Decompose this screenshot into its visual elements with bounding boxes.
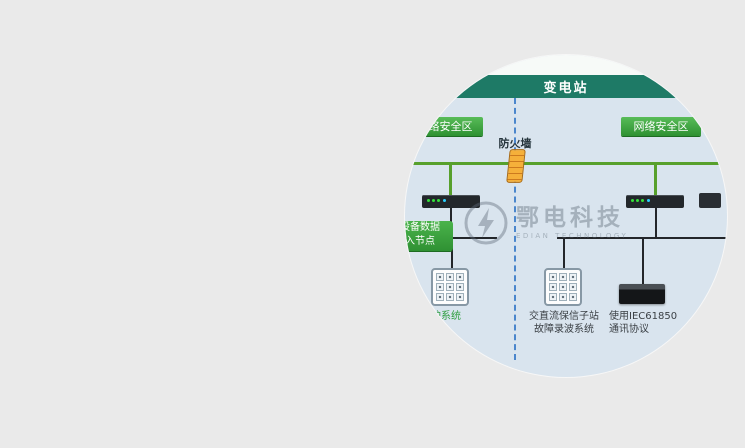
backbone-drop-left	[449, 163, 452, 196]
watermark-logo-icon	[464, 201, 508, 245]
caption-middle-line2: 故障录波系统	[534, 324, 594, 335]
caption-server-line1: 使用IEC61850	[609, 311, 678, 322]
relay-device-left-icon	[431, 268, 469, 306]
node-badge-line2: 接入节点	[405, 236, 435, 247]
relay-device-middle-icon	[544, 268, 582, 306]
wire-middle-relay-drop	[563, 239, 565, 268]
wire-left-relay-drop	[451, 239, 453, 268]
circle-top-cap	[405, 55, 727, 75]
caption-left-relay: 保护系统	[421, 311, 461, 322]
watermark-brand-subtext: EDIAN TECHNOLOGY	[516, 232, 629, 240]
caption-middle-line1: 交直流保信子站	[529, 311, 599, 322]
firewall-icon	[506, 149, 526, 183]
wire-right-bus	[557, 237, 727, 239]
caption-server-line2: 通讯协议	[609, 324, 649, 335]
backbone-drop-right	[654, 163, 657, 196]
network-switch-left-icon	[422, 195, 480, 208]
wire-server-drop	[642, 239, 644, 284]
zone-divider-dashed-line	[514, 98, 516, 360]
relay-left-panel	[436, 273, 464, 301]
zone-label-right: 网络安全区	[621, 117, 701, 136]
gateway-server-icon	[619, 284, 665, 304]
clipped-device-right-edge	[699, 193, 721, 208]
watermark: 鄂电科技 EDIAN TECHNOLOGY	[463, 195, 683, 251]
wire-right-vertical	[655, 208, 657, 238]
relay-middle-panel	[549, 273, 577, 301]
node-badge-line1: 主设备数据	[405, 222, 440, 233]
zone-label-left: 网络安全区	[407, 117, 483, 136]
watermark-brand-text: 鄂电科技	[516, 205, 624, 231]
caption-server: 使用IEC61850 通讯协议	[609, 310, 677, 336]
caption-middle-relay: 交直流保信子站 故障录波系统	[519, 310, 609, 336]
substation-banner: 变电站	[405, 75, 727, 98]
main-equipment-node-badge: 主设备数据 接入节点	[405, 221, 453, 251]
watermark-text-block: 鄂电科技 EDIAN TECHNOLOGY	[516, 205, 628, 241]
network-switch-right-icon	[626, 195, 684, 208]
network-backbone-line	[405, 162, 727, 165]
network-diagram-circle: 变电站 网络安全区 网络安全区 防火墙 主设备数据 接入节点	[405, 55, 727, 377]
substation-title: 变电站	[543, 81, 589, 96]
